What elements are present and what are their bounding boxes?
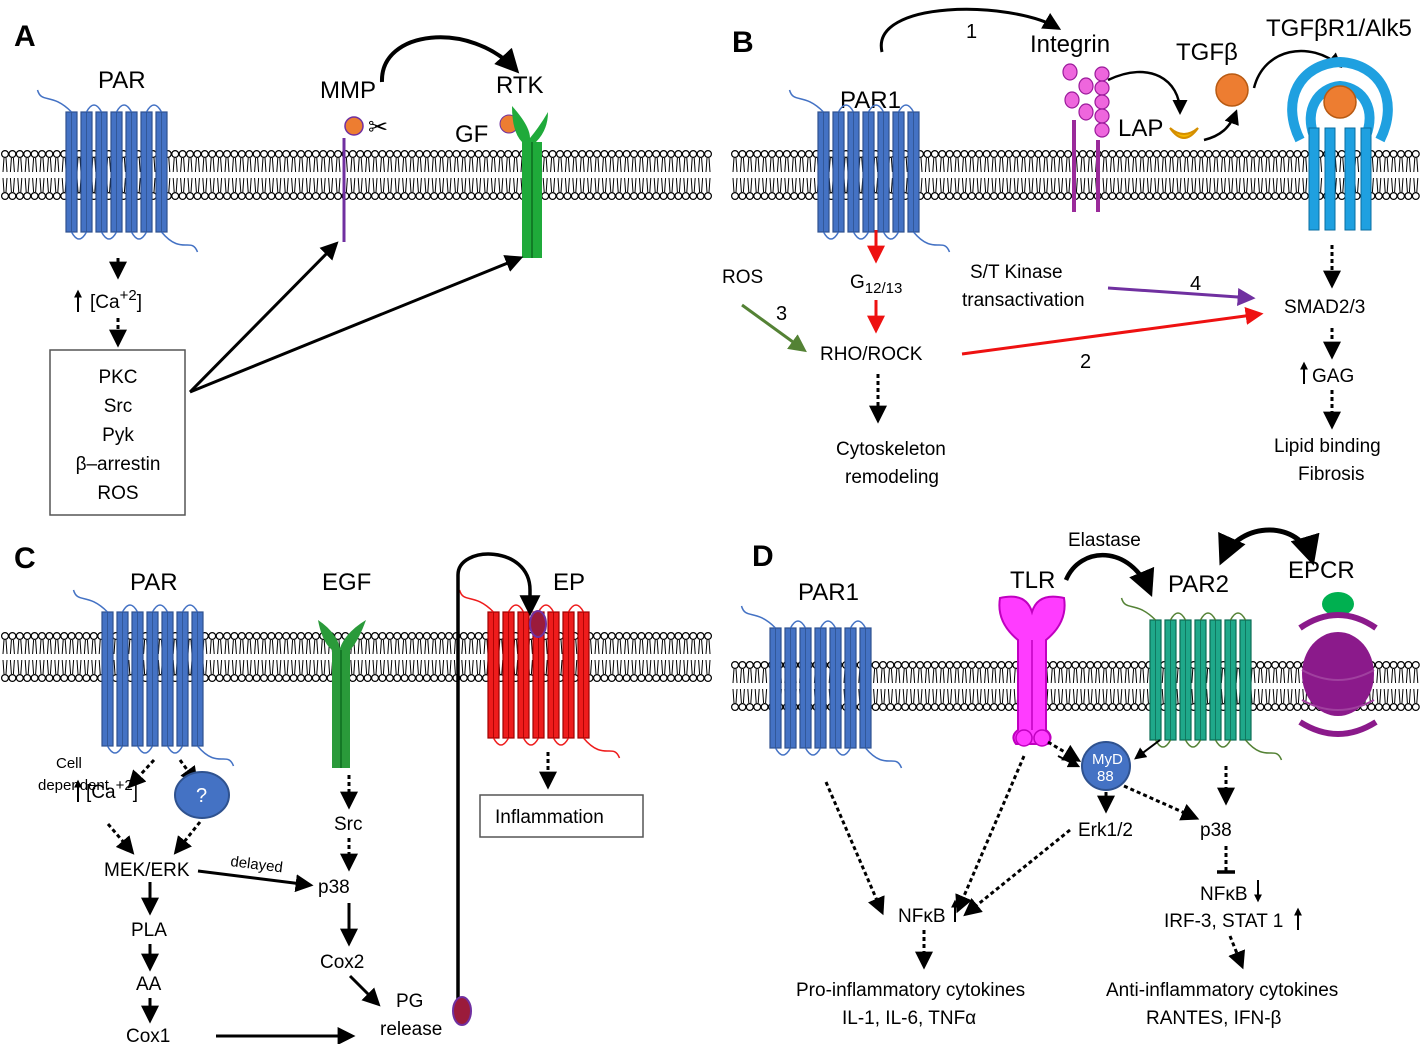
remodeling-label: remodeling [845,467,939,488]
kinase-item: ROS [97,483,138,504]
nfkb-label-pro: NFκB [898,906,946,927]
tgfb-label: TGFβ [1176,39,1238,66]
cytoskeleton-label: Cytoskeleton [836,439,946,460]
mmp-to-rtk-arrow [379,35,520,83]
smad-label: SMAD2/3 [1284,297,1365,318]
dependent-label: dependent [38,777,110,794]
step-3: 3 [776,303,787,325]
lap-label: LAP [1118,115,1163,142]
lap-protein [1169,127,1199,139]
par-label: PAR [98,67,146,94]
lipid-binding-label: Lipid binding [1274,436,1381,457]
egf-label: EGF [322,569,371,596]
panel-b: B PAR1 1 Integrin LAP TGFβ TGFβR1/Alk5 G… [722,7,1412,488]
p38-label-c: p38 [318,877,350,898]
g-protein-label: G12/13 [850,272,902,297]
src-label-c: Src [334,814,363,835]
epcr-protein [1298,592,1378,737]
par-receptor-c [72,589,235,767]
tlr-label: TLR [1010,567,1055,594]
pla-label: PLA [131,920,167,941]
par1-receptor-b [788,89,951,253]
kinase-item: Pyk [102,425,134,446]
unknown-mediator [174,771,230,819]
mmp-label: MMP [320,77,376,104]
gf-label: GF [455,121,488,148]
step-2: 2 [1080,351,1091,373]
par-receptor-a [36,89,199,253]
kinase-item: PKC [98,367,137,388]
myd88-adapter [1081,741,1131,791]
tgfbr-receptor [1287,56,1393,231]
nfkb-label-anti: NFκB [1200,884,1248,905]
par2-label: PAR2 [1168,571,1229,598]
step-1: 1 [966,21,977,43]
cell-label: Cell [56,755,82,772]
pro-cytokines-label: IL-1, IL-6, TNFα [842,1008,976,1029]
par2-epcr-arrow [1218,527,1320,566]
kinase-item: β–arrestin [76,454,161,475]
panel-c-label: C [14,542,36,575]
panel-d-label: D [752,540,774,573]
erk-label: Erk1/2 [1078,820,1133,841]
pg-feedback-arrow [456,552,541,1000]
ca-label-c: [Ca+2] [86,777,138,803]
elastase-label: Elastase [1068,530,1141,551]
anti-inflammatory-label: Anti-inflammatory cytokines [1106,980,1338,1001]
rtk-receptor [499,106,548,258]
ep-label: EP [553,569,585,596]
fibrosis-label: Fibrosis [1298,464,1365,485]
gag-label: GAG [1312,366,1354,387]
panel-c: C PAR EGF EP Cell dependent [Ca+2] ? MEK… [14,542,644,1044]
anti-cytokines-label: RANTES, IFN-β [1146,1008,1282,1029]
tgfbr-label: TGFβR1/Alk5 [1266,15,1412,42]
pg-label: PG [396,991,423,1012]
panel-a-label: A [14,20,36,53]
p38-label-d: p38 [1200,820,1232,841]
par-label-c: PAR [130,569,178,596]
inflammation-box [479,794,644,838]
pro-inflammatory-label: Pro-inflammatory cytokines [796,980,1025,1001]
integrin-label: Integrin [1030,31,1110,58]
question-label: ? [196,785,207,807]
egf-receptor [318,620,366,768]
aa-label: AA [136,974,162,995]
mmp-protein [338,112,364,242]
rho-rock-label: RHO/ROCK [820,344,923,365]
panel-d: D PAR1 TLR Elastase PAR2 EPCR MyD 88 [740,527,1378,1029]
myd-label: MyD [1092,751,1123,768]
par2-receptor [1120,597,1283,761]
inflammation-label: Inflammation [495,807,604,828]
tlr-receptor [998,595,1066,747]
integrin-protein [1062,63,1110,212]
ca-label-a: [Ca+2] [90,287,142,313]
epcr-label: EPCR [1288,557,1355,584]
ros-label-b: ROS [722,267,763,288]
pg-molecule [452,996,472,1026]
par1-receptor-d [740,605,903,769]
panel-b-label: B [732,26,754,59]
kinase-item: Src [104,396,133,417]
cox1-label: Cox1 [126,1026,170,1044]
scissors-icon: ✂ [368,114,388,141]
mek-erk-label: MEK/ERK [104,860,190,881]
tgfb-ligand [1215,73,1249,107]
kinase-box [49,349,186,516]
myd-88-label: 88 [1097,768,1114,785]
delayed-label: delayed [230,853,284,876]
release-label: release [380,1019,442,1040]
cox2-label: Cox2 [320,952,364,973]
irf-stat-label: IRF-3, STAT 1 [1164,911,1283,932]
st-kinase-label: S/T Kinase [970,262,1063,283]
rtk-label: RTK [496,72,544,99]
par1-label-d: PAR1 [798,579,859,606]
step-4: 4 [1190,273,1201,295]
transactivation-label: transactivation [962,290,1085,311]
